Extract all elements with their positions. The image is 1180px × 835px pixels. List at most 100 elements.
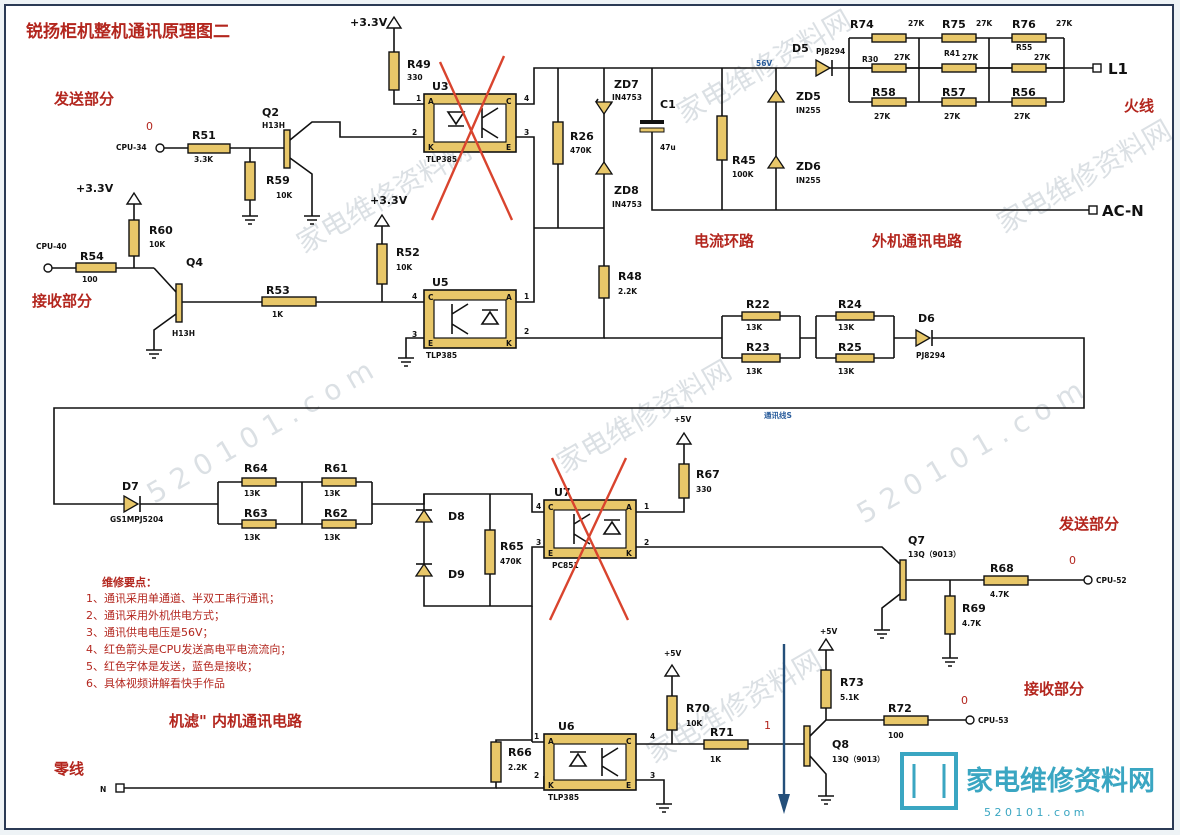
label-current-loop: 电流环路 [694,232,755,250]
svg-text:+5V: +5V [674,415,692,424]
label-neutral-line: 零线 [53,760,84,778]
svg-text:R62: R62 [324,507,348,520]
svg-text:Q8: Q8 [832,738,849,751]
svg-text:13Q（9013）: 13Q（9013） [832,754,885,764]
label-recv-top: 接收部分 [32,292,92,310]
svg-text:C: C [506,97,512,106]
svg-text:100: 100 [888,731,904,740]
logo-url: 5 2 0 1 0 1 . c o m [984,806,1084,819]
transistor-q8 [803,725,811,767]
svg-text:R55: R55 [1016,43,1032,52]
svg-text:AC-N: AC-N [1102,202,1144,220]
svg-text:27K: 27K [1034,53,1051,62]
svg-text:R65: R65 [500,540,524,553]
terminal-l1 [1092,63,1102,73]
resistor-r71 [703,739,749,750]
terminal-n [115,783,125,793]
svg-text:330: 330 [696,485,712,494]
svg-text:1: 1 [534,732,539,741]
svg-text:通讯线S: 通讯线S [764,410,792,420]
svg-text:D6: D6 [918,312,935,325]
logo-icon [900,752,958,810]
terminal-cpu52 [1083,575,1093,585]
svg-text:R68: R68 [990,562,1014,575]
svg-text:U6: U6 [558,720,575,733]
svg-text:R74: R74 [850,18,874,31]
svg-text:C: C [548,503,554,512]
svg-text:330: 330 [407,73,423,82]
resistor-r69 [944,595,956,635]
svg-text:R63: R63 [244,507,268,520]
optocoupler-u5: C E A K 4 3 1 2 U5 TLP385 [412,276,529,360]
svg-text:2: 2 [412,128,417,137]
svg-text:IN255: IN255 [796,106,821,115]
svg-text:L1: L1 [1108,60,1128,78]
svg-text:D7: D7 [122,480,139,493]
svg-text:TLP385: TLP385 [426,351,457,360]
svg-text:470K: 470K [570,146,593,155]
svg-text:R24: R24 [838,298,862,311]
svg-text:R23: R23 [746,341,770,354]
svg-text:R54: R54 [80,250,104,263]
svg-text:ZD6: ZD6 [796,160,821,173]
svg-text:A: A [506,293,512,302]
svg-text:N: N [100,785,106,794]
svg-text:+5V: +5V [820,627,838,636]
send-section-bottom: +5V R67 330 Q7 13Q（9013） R68 4.7K CPU-52… [636,415,1127,667]
svg-text:3.3K: 3.3K [194,155,214,164]
label-56v: 56V [756,59,772,68]
diode-d5 [815,58,832,78]
resistor-r53 [261,296,317,307]
svg-text:R75: R75 [942,18,966,31]
svg-text:IN4753: IN4753 [612,200,642,209]
svg-text:2: 2 [534,771,539,780]
svg-text:R26: R26 [570,130,594,143]
svg-text:IN4753: IN4753 [612,93,642,102]
svg-text:27K: 27K [874,112,891,121]
svg-text:27K: 27K [976,19,993,28]
svg-text:13K: 13K [244,489,261,498]
label-r51: R51 [192,129,216,142]
value-one: 1 [764,719,771,732]
resistor-r66 [490,741,502,783]
svg-text:+3.3V: +3.3V [76,182,114,195]
svg-text:ZD8: ZD8 [614,184,639,197]
label-fire-line: 火线 [1124,97,1154,115]
svg-text:A: A [428,97,434,106]
svg-text:13K: 13K [244,533,261,542]
svg-text:2.2K: 2.2K [618,287,638,296]
svg-text:K: K [506,339,513,348]
svg-text:2: 2 [644,538,649,547]
svg-text:R64: R64 [244,462,268,475]
svg-text:27K: 27K [962,53,979,62]
svg-text:100: 100 [82,275,98,284]
svg-text:K: K [626,549,633,558]
svg-text:R61: R61 [324,462,348,475]
note-item: 6、具体视频讲解看快手作品 [86,676,225,690]
resistor-r68 [983,575,1029,586]
svg-text:R25: R25 [838,341,862,354]
svg-text:27K: 27K [894,53,911,62]
receive-section-bottom: N R66 2.2K A K C E 1 2 4 3 U6 TLP385 +5V… [100,627,1009,814]
svg-text:4: 4 [650,732,655,741]
svg-text:100K: 100K [732,170,755,179]
svg-text:D5: D5 [792,42,809,55]
svg-text:1: 1 [644,502,649,511]
svg-text:K: K [548,781,555,790]
label-indoor-circuit: 机滤" 内机通讯电路 [169,712,303,730]
optocoupler-u7: C E A K 4 3 1 2 U7 PC851 [536,457,649,621]
svg-text:+3.3V: +3.3V [350,16,388,29]
svg-text:R57: R57 [942,86,966,99]
resistor-r73 [820,669,832,709]
svg-text:R52: R52 [396,246,420,259]
svg-text:CPU-52: CPU-52 [1096,576,1127,585]
svg-text:GS1MPJ5204: GS1MPJ5204 [110,515,163,524]
svg-text:H13H: H13H [262,121,285,130]
svg-text:3: 3 [412,330,417,339]
svg-text:R48: R48 [618,270,642,283]
resistor-r65 [484,529,496,575]
value-zero: 0 [961,694,968,707]
svg-text:C: C [626,737,632,746]
svg-text:R73: R73 [840,676,864,689]
transistor-q7 [899,559,907,601]
